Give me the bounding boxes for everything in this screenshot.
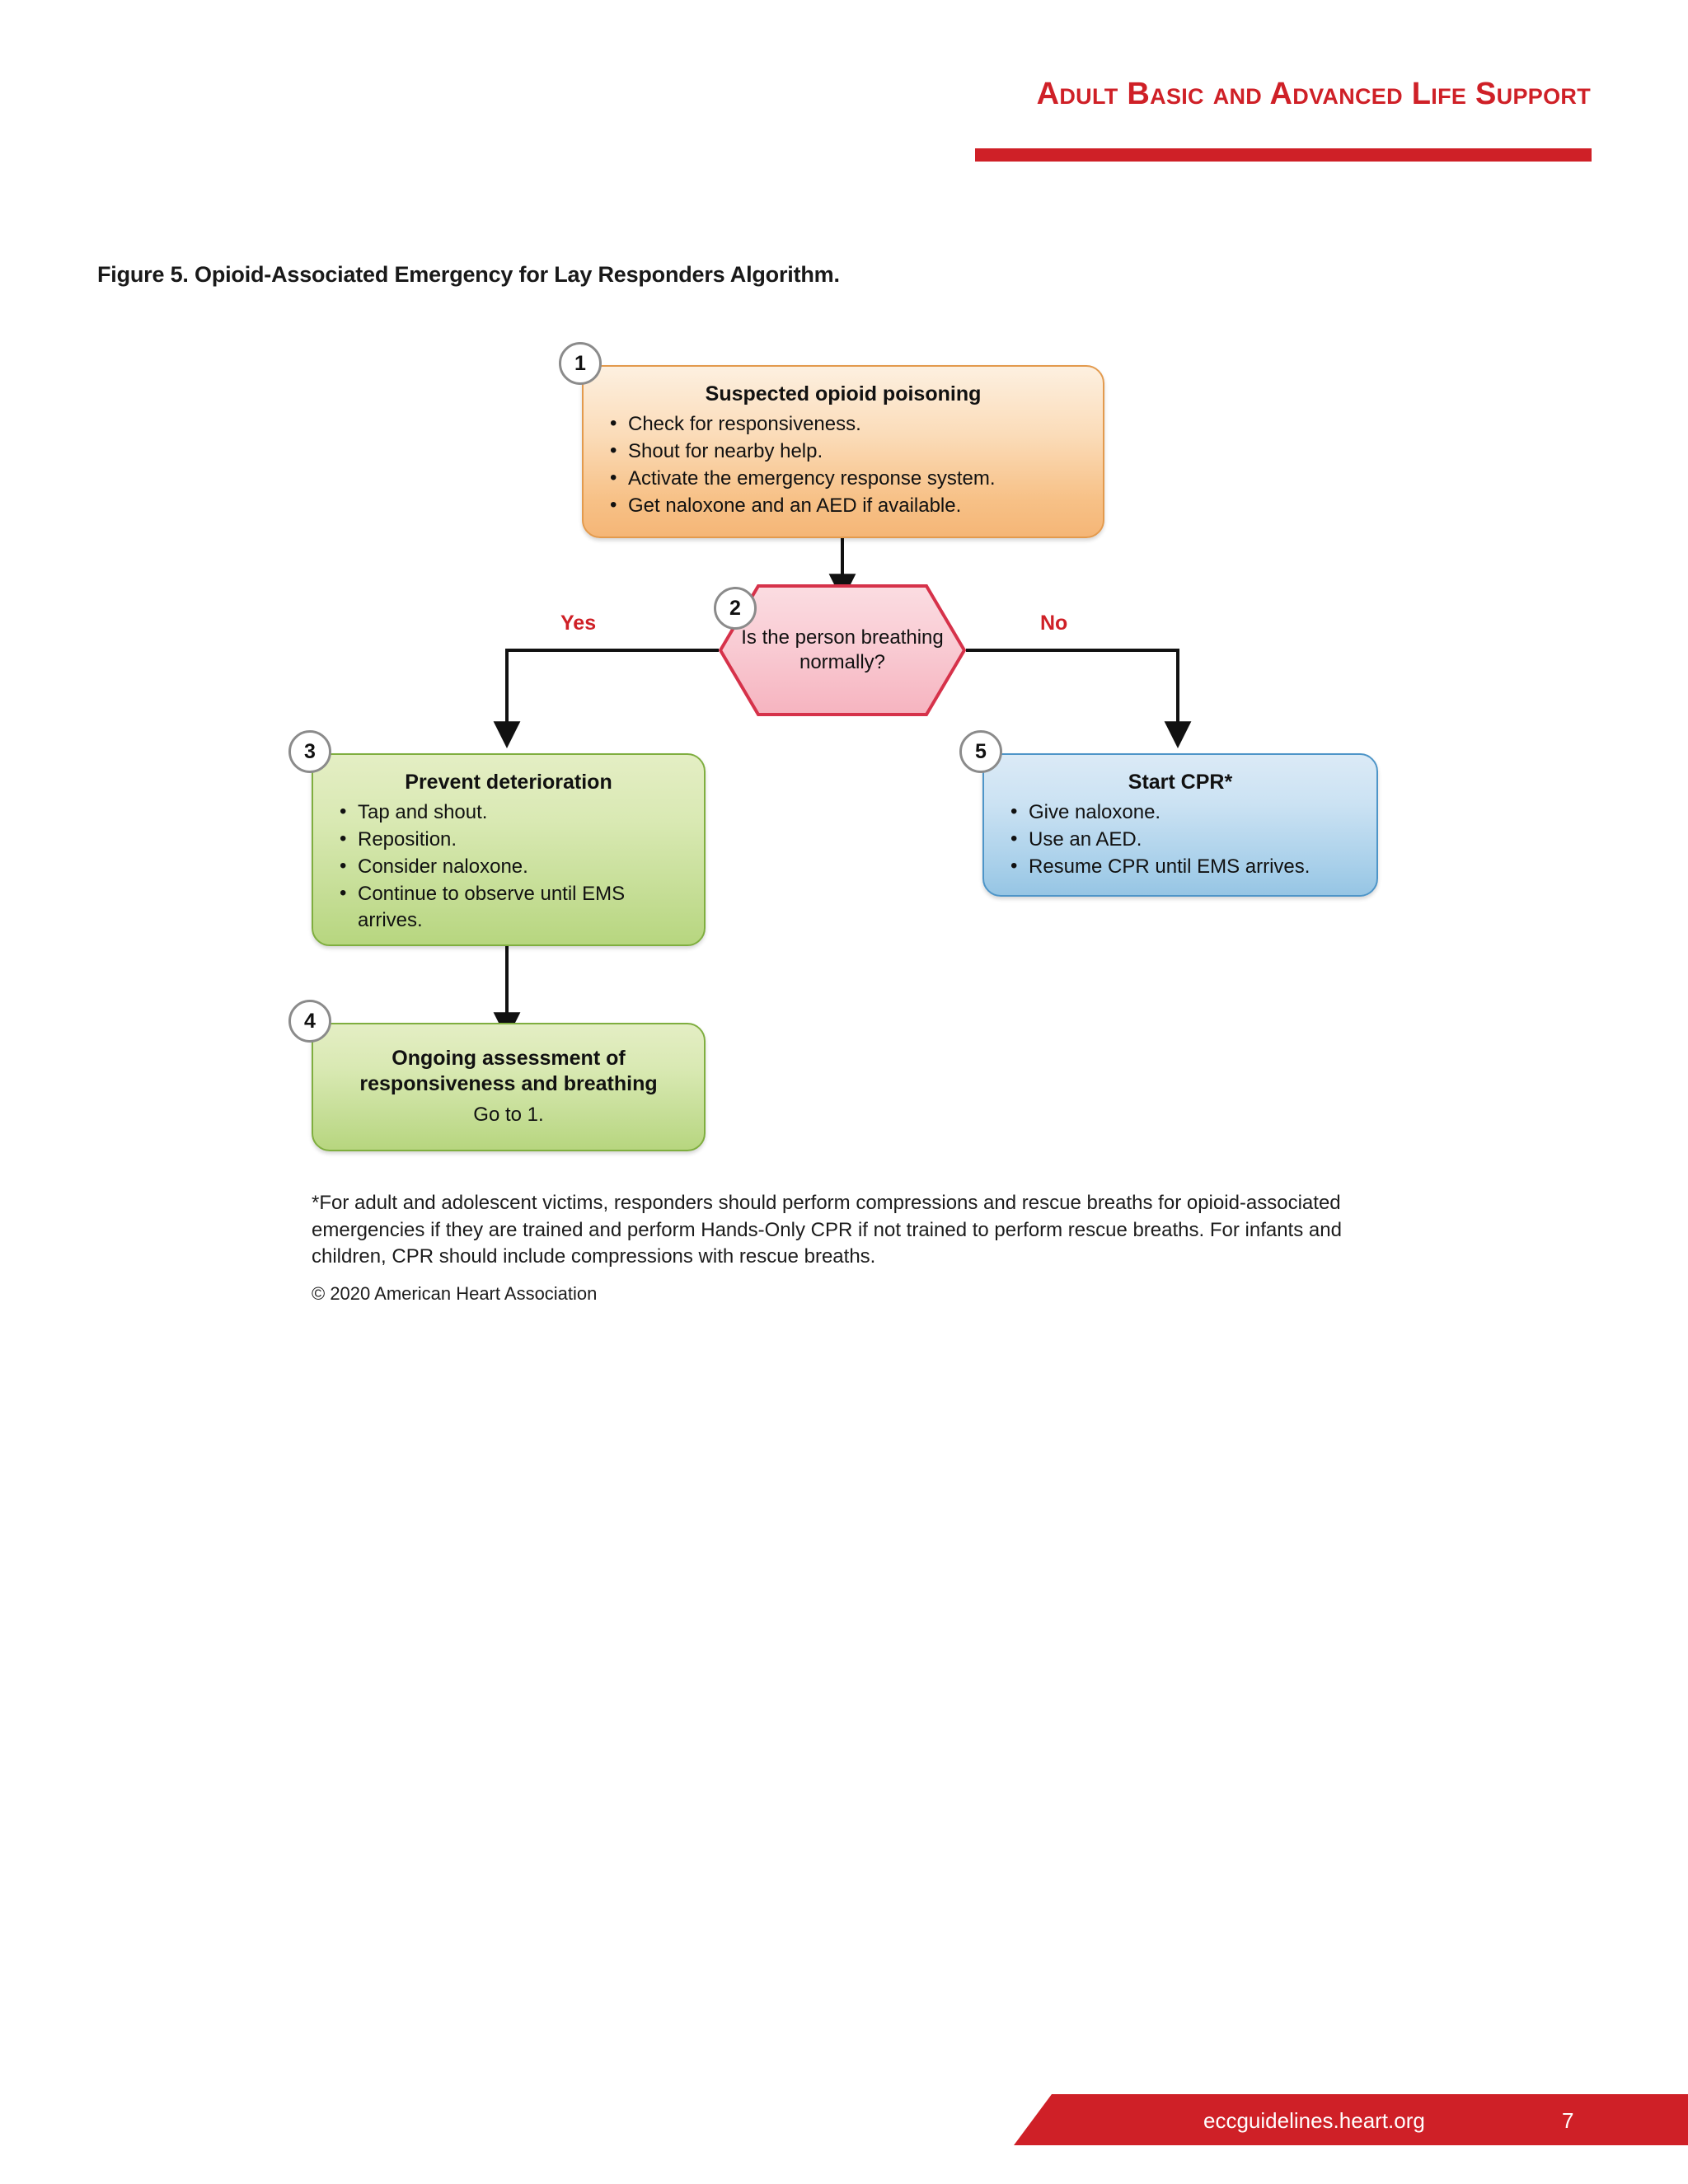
node-4-title: Ongoing assessment of responsiveness and… bbox=[359, 1047, 658, 1096]
list-item: Give naloxone. bbox=[1006, 799, 1355, 826]
node-1-title: Suspected opioid poisoning bbox=[705, 382, 982, 405]
node-3-badge: 3 bbox=[288, 730, 331, 773]
header-title: Adult Basic and Advanced Life Support bbox=[1036, 77, 1591, 111]
list-item: Tap and shout. bbox=[335, 799, 682, 826]
figure-footnote: *For adult and adolescent victims, respo… bbox=[312, 1192, 1342, 1268]
list-item: Use an AED. bbox=[1006, 826, 1355, 853]
list-item: Get naloxone and an AED if available. bbox=[605, 492, 1081, 519]
node-4-subtitle: Go to 1. bbox=[473, 1103, 544, 1126]
algorithm-flowchart: Suspected opioid poisoning Check for res… bbox=[0, 0, 1688, 1195]
branch-label-yes: Yes bbox=[560, 612, 597, 635]
list-item: Consider naloxone. bbox=[335, 853, 682, 880]
node-4-badge: 4 bbox=[288, 1000, 331, 1043]
node-ongoing-assessment[interactable]: Ongoing assessment of responsiveness and… bbox=[312, 1023, 706, 1151]
figure-title: Figure 5. Opioid-Associated Emergency fo… bbox=[97, 262, 840, 287]
node-prevent-deterioration[interactable]: Prevent deterioration Tap and shout. Rep… bbox=[312, 753, 706, 946]
node-start-cpr[interactable]: Start CPR* Give naloxone. Use an AED. Re… bbox=[982, 753, 1378, 897]
edge-2-to-5 bbox=[966, 649, 1192, 748]
list-item: Shout for nearby help. bbox=[605, 438, 1081, 465]
node-2-title: Is the person breathing normally? bbox=[741, 626, 944, 673]
footer-page-number: 7 bbox=[1562, 2108, 1574, 2133]
node-5-list: Give naloxone. Use an AED. Resume CPR un… bbox=[1006, 799, 1355, 880]
footer-url[interactable]: eccguidelines.heart.org bbox=[1203, 2108, 1425, 2133]
list-item: Continue to observe until EMS arrives. bbox=[335, 880, 682, 934]
node-suspected-opioid-poisoning[interactable]: Suspected opioid poisoning Check for res… bbox=[582, 365, 1104, 538]
branch-label-no: No bbox=[1040, 612, 1068, 635]
list-item: Resume CPR until EMS arrives. bbox=[1006, 853, 1355, 880]
page-footer-bar bbox=[1014, 2094, 1688, 2145]
header-rule bbox=[975, 148, 1592, 162]
node-2-badge: 2 bbox=[714, 587, 757, 630]
page-header: Adult Basic and Advanced Life Support bbox=[973, 78, 1591, 110]
node-3-list: Tap and shout. Reposition. Consider nalo… bbox=[335, 799, 682, 934]
node-1-badge: 1 bbox=[559, 342, 602, 385]
node-5-title: Start CPR* bbox=[1128, 771, 1233, 794]
node-1-list: Check for responsiveness. Shout for near… bbox=[605, 410, 1081, 519]
copyright-line: © 2020 American Heart Association bbox=[312, 1283, 598, 1304]
decision-shape-fill bbox=[719, 584, 966, 716]
list-item: Activate the emergency response system. bbox=[605, 465, 1081, 492]
list-item: Reposition. bbox=[335, 826, 682, 853]
node-3-title: Prevent deterioration bbox=[405, 771, 612, 794]
node-is-person-breathing-normally[interactable]: Is the person breathing normally? bbox=[719, 584, 966, 716]
edge-2-to-3 bbox=[493, 649, 719, 748]
decision-shape-outline bbox=[719, 584, 966, 716]
node-5-badge: 5 bbox=[959, 730, 1002, 773]
list-item: Check for responsiveness. bbox=[605, 410, 1081, 438]
